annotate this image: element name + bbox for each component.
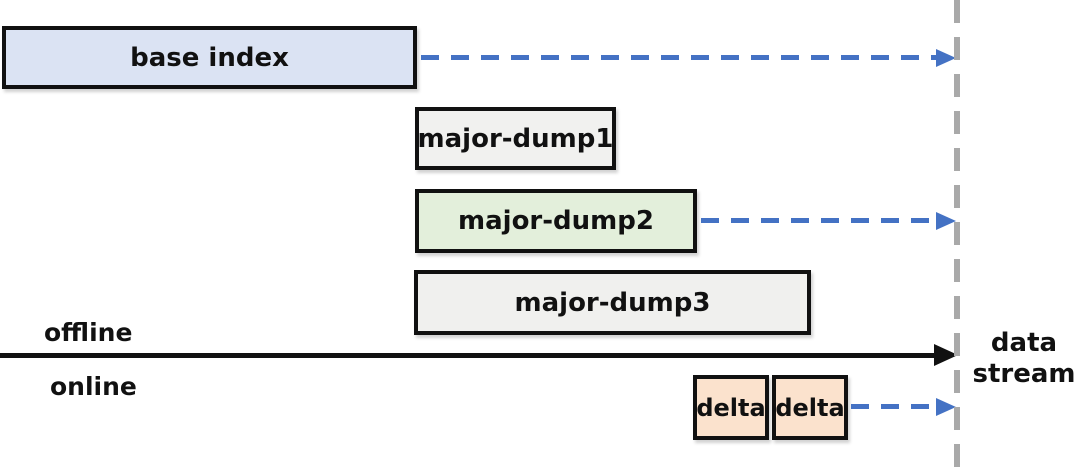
arrowhead-right-icon: [936, 212, 956, 230]
arrowhead-right-icon: [936, 398, 956, 416]
delta-stream-arrow: [851, 404, 936, 409]
major-dump3-box: major-dump3: [414, 270, 811, 335]
data-stream-line: [954, 0, 960, 469]
major-dump2-label: major-dump2: [458, 206, 654, 236]
data-stream-label: data stream: [968, 328, 1080, 390]
data-stream-label-line2: stream: [972, 359, 1076, 390]
major-dump1-box: major-dump1: [415, 107, 616, 170]
data-stream-label-line1: data: [990, 328, 1058, 358]
major-dump1-label: major-dump1: [417, 123, 614, 154]
base-index-stream-arrow: [421, 55, 936, 60]
offline-label: offline: [44, 318, 133, 347]
delta-1-label: delta: [696, 393, 766, 422]
major-dump2-stream-arrow: [701, 218, 936, 223]
base-index-label: base index: [130, 42, 289, 73]
delta-2-box: delta: [772, 375, 848, 440]
arrowhead-right-icon: [934, 344, 958, 366]
base-index-box: base index: [2, 26, 417, 89]
delta-1-box: delta: [693, 375, 769, 440]
delta-2-label: delta: [775, 393, 845, 422]
timeline-axis: [0, 353, 936, 358]
major-dump2-box: major-dump2: [415, 189, 697, 253]
arrowhead-right-icon: [936, 49, 956, 67]
online-label: online: [50, 372, 137, 401]
major-dump3-label: major-dump3: [514, 287, 711, 318]
